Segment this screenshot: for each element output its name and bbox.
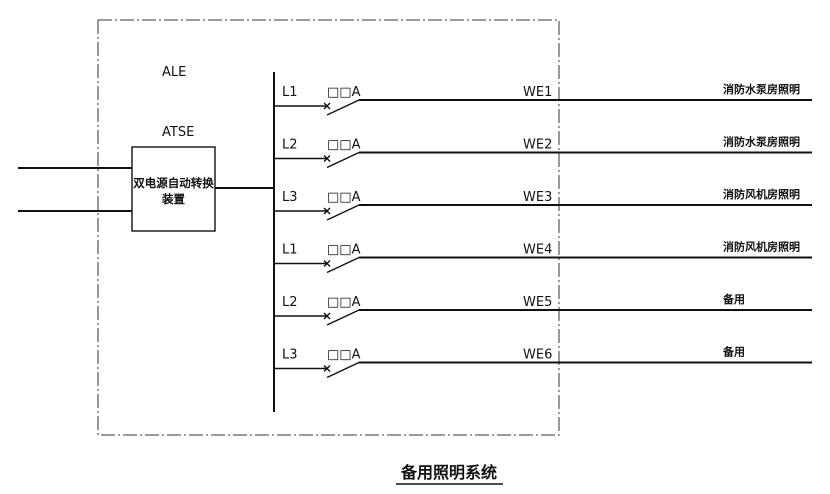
circuit-id-label: WE1 — [523, 85, 552, 100]
circuit-id-label: WE4 — [523, 243, 552, 258]
breaker-cross-mark — [323, 155, 331, 162]
breaker-contact — [326, 361, 360, 379]
breaker-rating-label: □□A — [327, 138, 361, 153]
circuit-row: L1 □□A WE4 消防风机房照明 — [274, 240, 812, 274]
breaker-rating-label: □□A — [327, 243, 361, 258]
phase-label: L2 — [282, 295, 298, 310]
breaker-contact — [326, 309, 360, 326]
circuit-id-label: WE2 — [523, 138, 552, 153]
phase-label: L2 — [282, 138, 298, 153]
circuit-row: L1 □□A WE1 消防水泵房照明 — [274, 82, 812, 116]
load-description: 备用 — [722, 345, 745, 359]
circuit-id-label: WE5 — [523, 295, 552, 310]
circuit-row: L2 □□A WE2 消防水泵房照明 — [274, 135, 812, 169]
load-description: 消防水泵房照明 — [723, 135, 800, 149]
phase-label: L3 — [282, 348, 298, 363]
diagram-title: 备用照明系统 — [400, 463, 497, 482]
atse-box — [131, 146, 216, 232]
breaker-cross-mark — [323, 365, 331, 372]
atse-box-text-line1: 双电源自动转换 — [132, 176, 214, 190]
breaker-contact — [326, 204, 360, 221]
circuit-id-label: WE3 — [523, 190, 552, 205]
breaker-cross-mark — [323, 207, 331, 215]
breaker-contact — [326, 151, 360, 169]
breaker-cross-mark — [323, 312, 331, 320]
load-description: 消防风机房照明 — [723, 240, 800, 254]
breaker-cross-mark — [323, 102, 331, 110]
phase-label: L3 — [282, 190, 298, 205]
circuit-id-label: WE6 — [523, 348, 552, 363]
phase-label: L1 — [282, 243, 298, 258]
breaker-rating-label: □□A — [327, 348, 361, 363]
panel-boundary — [97, 19, 560, 436]
circuit-row: L2 □□A WE5 备用 — [274, 292, 812, 326]
atse-box-text-line2: 装置 — [161, 192, 185, 206]
breaker-rating-label: □□A — [327, 85, 361, 100]
breaker-cross-mark — [323, 260, 331, 267]
phase-label: L1 — [282, 85, 298, 100]
breaker-contact — [326, 256, 360, 274]
circuit-row: L3 □□A WE6 备用 — [274, 345, 812, 379]
load-description: 消防风机房照明 — [723, 187, 800, 201]
circuit-row: L3 □□A WE3 消防风机房照明 — [274, 187, 812, 221]
breaker-contact — [326, 99, 360, 116]
load-description: 备用 — [722, 292, 745, 306]
load-description: 消防水泵房照明 — [723, 82, 800, 96]
circuit-list: L1 □□A WE1 消防水泵房照明 L2 □□A WE2 消防水泵房照明 L3 □□A WE3 消防… — [274, 82, 812, 379]
panel-name: ALE — [162, 65, 186, 80]
switch-label: ATSE — [162, 125, 194, 140]
breaker-rating-label: □□A — [327, 190, 361, 205]
breaker-rating-label: □□A — [327, 295, 361, 310]
